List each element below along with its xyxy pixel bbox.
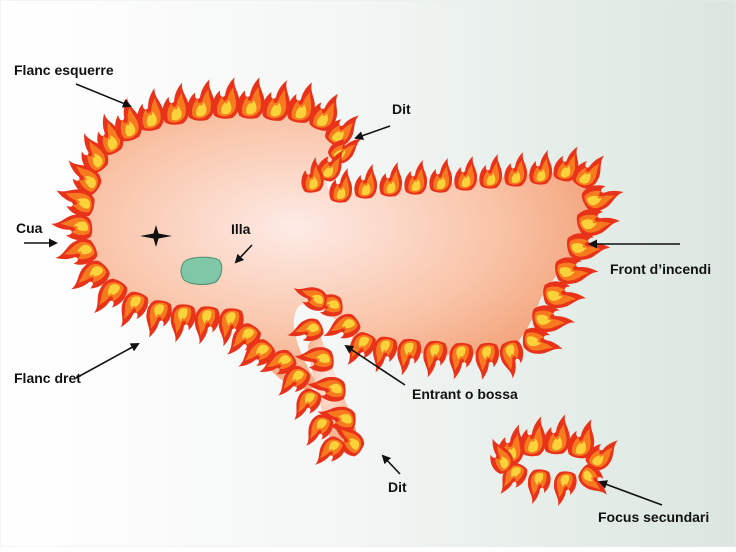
label-illa: Illa (231, 221, 250, 237)
label-flanc-esquerre: Flanc esquerre (14, 62, 114, 78)
label-focus-secundari: Focus secundari (598, 509, 709, 525)
label-front-incendi: Front d’incendi (610, 261, 711, 277)
island-shape (181, 257, 222, 284)
label-cua: Cua (16, 220, 42, 236)
label-dit-top: Dit (392, 101, 411, 117)
label-dit-bottom: Dit (388, 479, 407, 495)
label-flanc-dret: Flanc dret (14, 370, 81, 386)
label-entrant-bossa: Entrant o bossa (412, 386, 518, 402)
